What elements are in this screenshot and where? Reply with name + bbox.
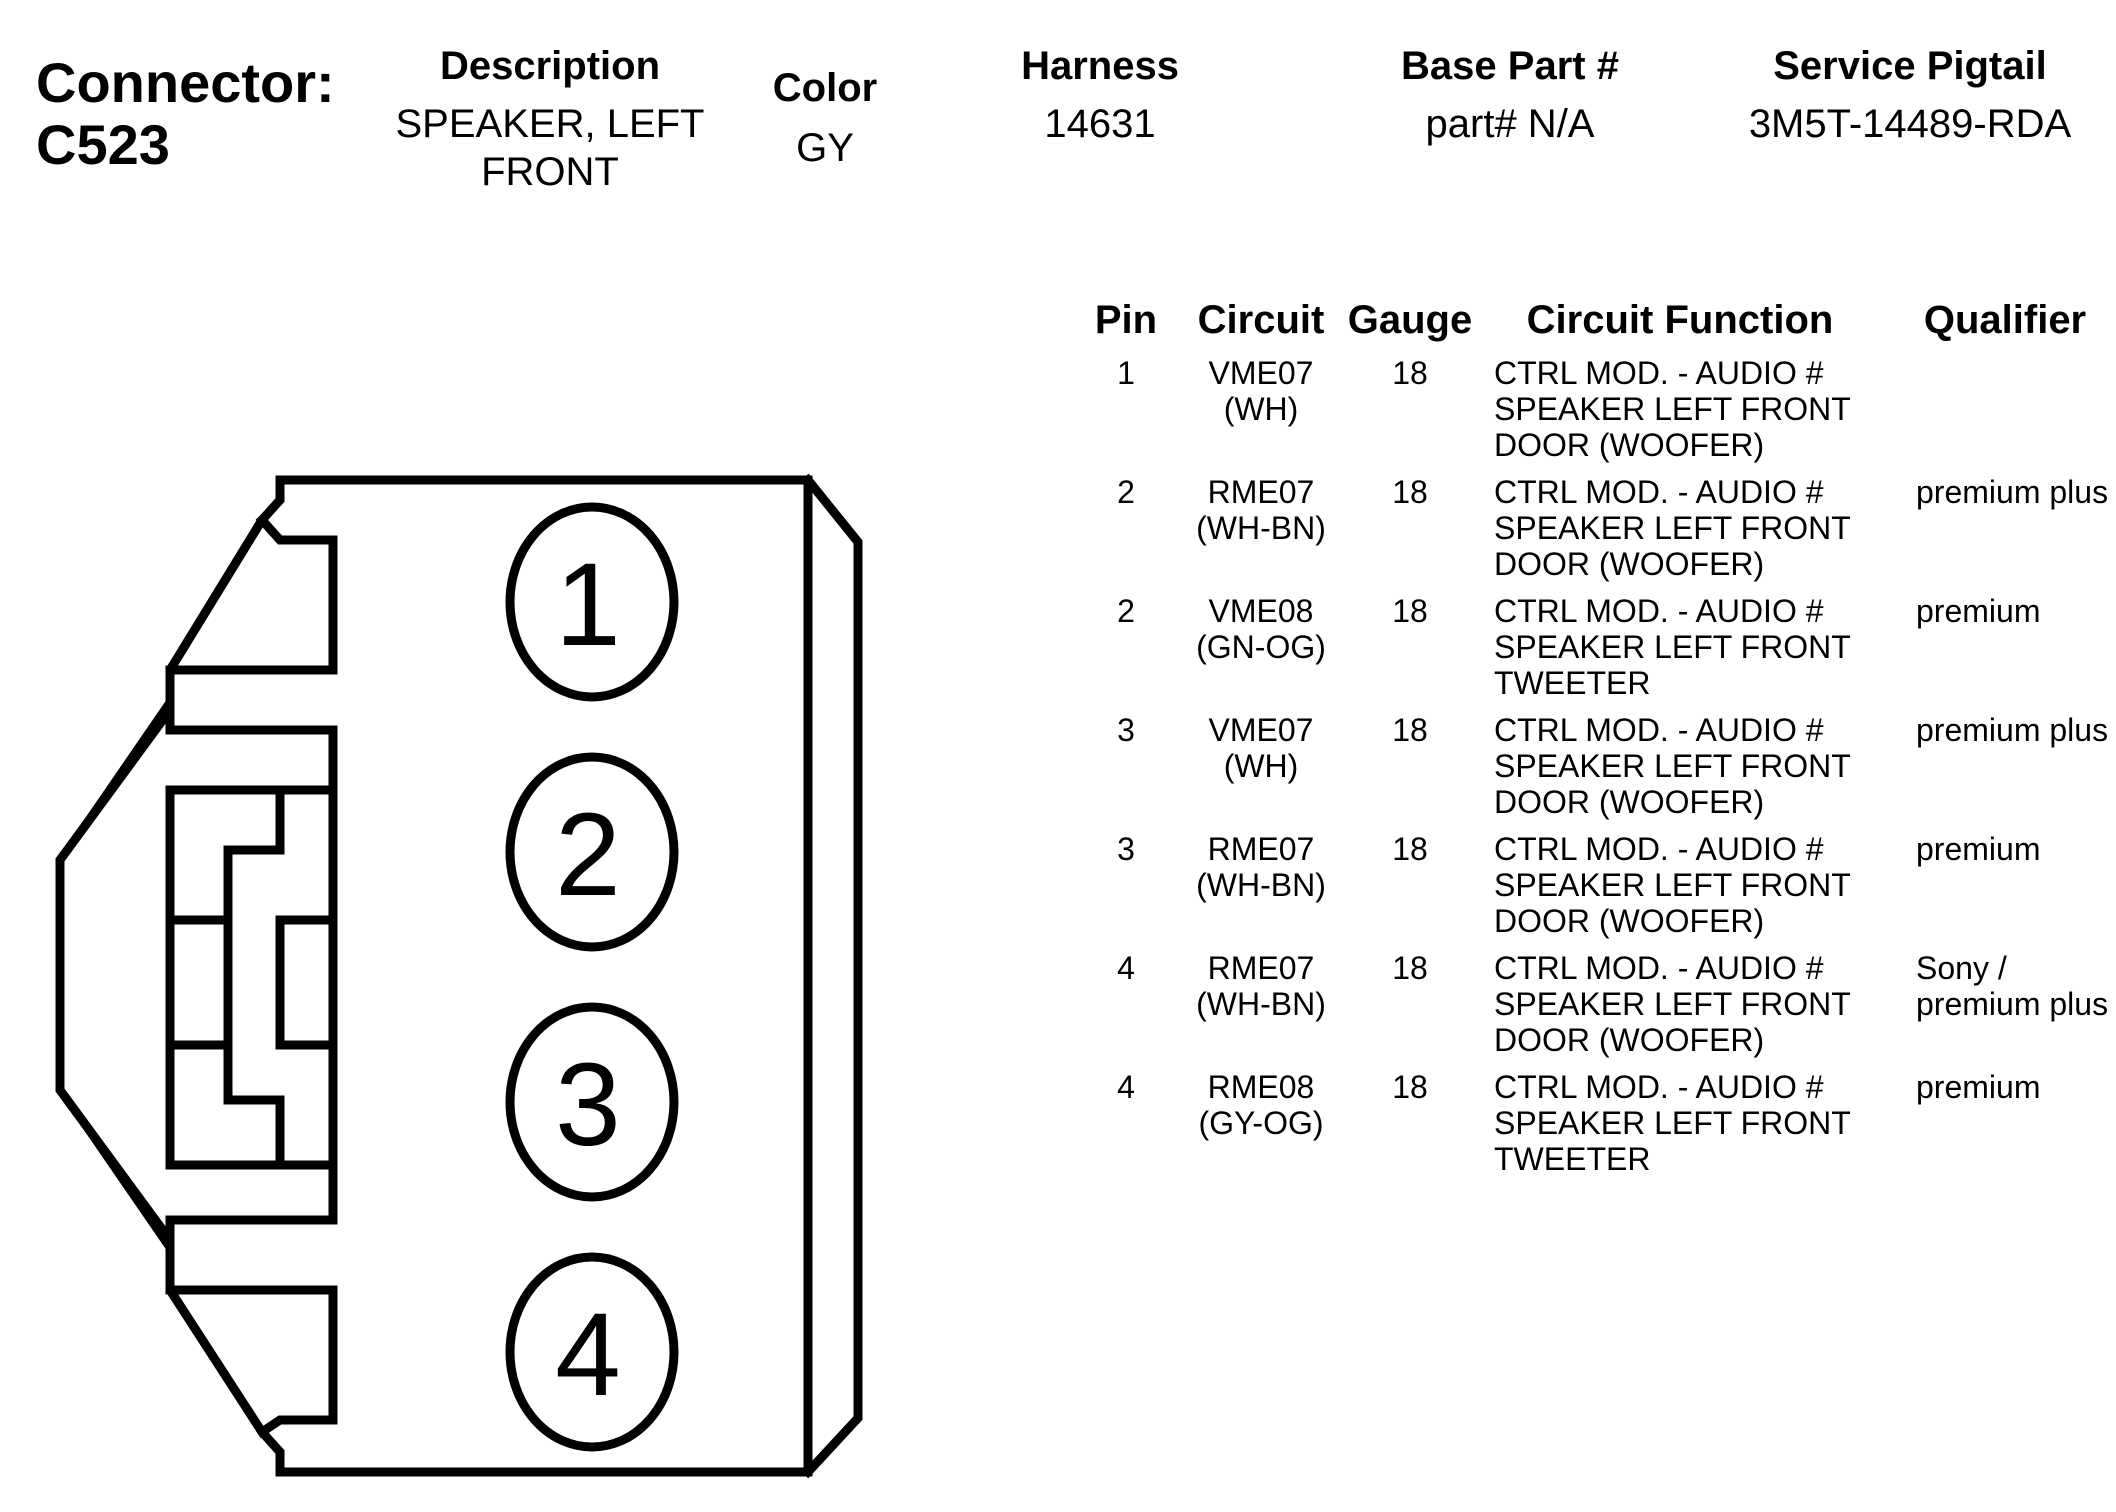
function-line: CTRL MOD. - AUDIO # bbox=[1494, 593, 1824, 629]
function-line: SPEAKER LEFT FRONT bbox=[1494, 1105, 1851, 1141]
pin-2-label: 2 bbox=[555, 789, 621, 921]
service-pigtail-value: 3M5T-14489-RDA bbox=[1748, 102, 2072, 146]
qualifier-cell: premium bbox=[1916, 831, 2041, 867]
pin-4-label: 4 bbox=[555, 1289, 621, 1421]
color-title: Color bbox=[772, 66, 878, 110]
function-line: CTRL MOD. - AUDIO # bbox=[1494, 474, 1824, 510]
function-line: SPEAKER LEFT FRONT bbox=[1494, 867, 1851, 903]
keying-slot-step bbox=[223, 785, 285, 1170]
keying-slot-tab bbox=[275, 915, 338, 1050]
connector-label: Connector: bbox=[36, 51, 335, 114]
pin-1-cavity bbox=[505, 502, 679, 702]
gauge-cell: 18 bbox=[1392, 355, 1428, 391]
description-value: SPEAKER, LEFT FRONT bbox=[395, 102, 705, 194]
function-line: SPEAKER LEFT FRONT bbox=[1494, 629, 1851, 665]
function-line: SPEAKER LEFT FRONT bbox=[1494, 986, 1851, 1022]
function-line: DOOR (WOOFER) bbox=[1494, 546, 1765, 582]
circuit-cell: RME07 bbox=[1207, 474, 1315, 510]
gauge-cell: 18 bbox=[1392, 474, 1428, 510]
keying-slot-bars bbox=[165, 915, 233, 1050]
function-line: CTRL MOD. - AUDIO # bbox=[1494, 355, 1824, 391]
pin-4-cavity bbox=[505, 1252, 679, 1452]
circuit-color-cell: (WH-BN) bbox=[1196, 510, 1326, 546]
function-line: CTRL MOD. - AUDIO # bbox=[1494, 950, 1824, 986]
function-line: TWEETER bbox=[1494, 665, 1651, 701]
color-value: GY bbox=[796, 126, 854, 170]
top-notch bbox=[165, 513, 338, 675]
keying-slot bbox=[165, 705, 338, 1245]
function-line: SPEAKER LEFT FRONT bbox=[1494, 510, 1851, 546]
pin-2-cavity bbox=[505, 752, 679, 952]
pin-1-label: 1 bbox=[555, 539, 621, 671]
pin-3-cavity bbox=[505, 1002, 679, 1202]
circuit-color-cell: (WH-BN) bbox=[1196, 867, 1326, 903]
base-part-title: Base Part # bbox=[1401, 44, 1619, 88]
pin-cell: 2 bbox=[1117, 593, 1135, 629]
pin-cell: 1 bbox=[1117, 355, 1135, 391]
qualifier-cell: Sony / premium plus bbox=[1916, 950, 2109, 1022]
circuit-cell: VME07 bbox=[1208, 355, 1314, 391]
circuit-cell: VME08 bbox=[1208, 593, 1314, 629]
circuit-color-cell: (WH) bbox=[1223, 748, 1299, 784]
function-line: TWEETER bbox=[1494, 1141, 1651, 1177]
circuit-color-cell: (WH) bbox=[1223, 391, 1299, 427]
gauge-cell: 18 bbox=[1392, 712, 1428, 748]
description-title: Description bbox=[439, 44, 661, 88]
function-line: DOOR (WOOFER) bbox=[1494, 784, 1765, 820]
col-qualifier-title: Qualifier bbox=[1923, 298, 2087, 342]
qualifier-cell: premium plus bbox=[1916, 474, 2109, 510]
col-circuit-title: Circuit bbox=[1197, 298, 1325, 342]
left-chamfer bbox=[55, 695, 175, 1255]
qualifier-cell: premium plus bbox=[1916, 712, 2109, 748]
connector-latch-edge bbox=[801, 473, 863, 1479]
service-pigtail-title: Service Pigtail bbox=[1773, 44, 2047, 88]
circuit-cell: RME07 bbox=[1207, 831, 1315, 867]
gauge-cell: 18 bbox=[1392, 593, 1428, 629]
pin-cell: 2 bbox=[1117, 474, 1135, 510]
pin-cell: 3 bbox=[1117, 831, 1135, 867]
harness-title: Harness bbox=[1021, 44, 1179, 88]
circuit-cell: RME07 bbox=[1207, 950, 1315, 986]
col-function-title: Circuit Function bbox=[1526, 298, 1834, 342]
function-line: CTRL MOD. - AUDIO # bbox=[1494, 712, 1824, 748]
gauge-cell: 18 bbox=[1392, 950, 1428, 986]
circuit-color-cell: (GY-OG) bbox=[1198, 1105, 1324, 1141]
function-line: DOOR (WOOFER) bbox=[1494, 903, 1765, 939]
circuit-color-cell: (WH-BN) bbox=[1196, 986, 1326, 1022]
base-part-value: part# N/A bbox=[1425, 102, 1595, 146]
circuit-color-cell: (GN-OG) bbox=[1196, 629, 1326, 665]
function-line: SPEAKER LEFT FRONT bbox=[1494, 748, 1851, 784]
function-line: DOOR (WOOFER) bbox=[1494, 1022, 1765, 1058]
function-line: DOOR (WOOFER) bbox=[1494, 427, 1765, 463]
harness-value: 14631 bbox=[1044, 102, 1156, 146]
pin-cell: 3 bbox=[1117, 712, 1135, 748]
function-line: CTRL MOD. - AUDIO # bbox=[1494, 1069, 1824, 1105]
qualifier-cell: premium bbox=[1916, 593, 2041, 629]
connector-id: C523 bbox=[36, 113, 170, 176]
pin-cell: 4 bbox=[1117, 1069, 1135, 1105]
circuit-cell: VME07 bbox=[1208, 712, 1314, 748]
pin-cell: 4 bbox=[1117, 950, 1135, 986]
qualifier-cell: premium bbox=[1916, 1069, 2041, 1105]
circuit-cell: RME08 bbox=[1207, 1069, 1315, 1105]
gauge-cell: 18 bbox=[1392, 831, 1428, 867]
col-gauge-title: Gauge bbox=[1347, 298, 1473, 342]
function-line: SPEAKER LEFT FRONT bbox=[1494, 391, 1851, 427]
function-line: CTRL MOD. - AUDIO # bbox=[1494, 831, 1824, 867]
bottom-notch bbox=[165, 1285, 338, 1439]
col-pin-title: Pin bbox=[1094, 298, 1158, 342]
pin-3-label: 3 bbox=[555, 1039, 621, 1171]
gauge-cell: 18 bbox=[1392, 1069, 1428, 1105]
